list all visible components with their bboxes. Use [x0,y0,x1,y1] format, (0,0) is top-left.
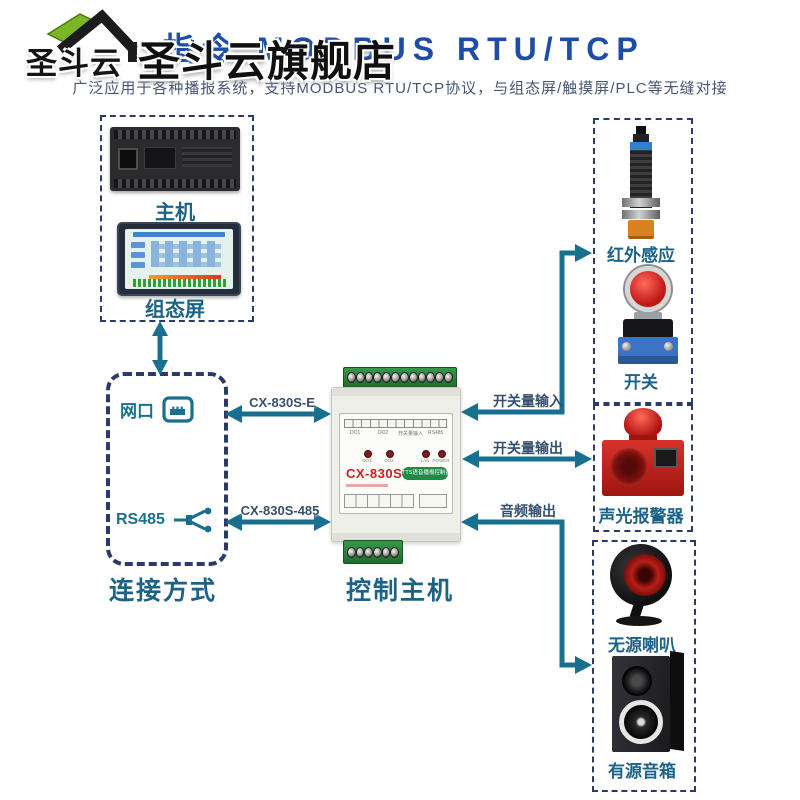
hmi-label: 组态屏 [145,299,205,321]
rs485-row: RS485 [116,506,217,534]
ethernet-label: 网口 [120,402,154,421]
di-link-label: 开关量输入 [493,393,563,409]
controller-top-terminal [343,367,457,388]
led-power [438,450,446,458]
led-lan-label: LAN [420,458,430,463]
passive-horn-label: 无源喇叭 [608,636,676,655]
audio-devices-box [592,540,696,792]
rs485-link-label: CX-830S-485 [240,503,320,518]
ethernet-row: 网口 [120,396,194,423]
controller-model: CX-830S [346,466,403,481]
watermark-store-text: 圣斗云旗舰店 [138,38,397,85]
input-devices-box [593,118,693,404]
rs485-label: RS485 [116,511,165,528]
switch-label: 开关 [624,373,658,392]
infrared-sensor-label: 红外感应 [607,246,675,265]
upstream-devices-box [100,115,254,322]
led-lan [422,450,430,458]
page-title: 指令 MODBUS RTU/TCP [163,31,645,67]
plc-device-image [110,127,240,191]
led-do1-label: DO1 [362,458,372,463]
watermark-brand-text: 圣斗云 [26,46,122,81]
active-speaker-image [612,651,686,754]
ethernet-link-label: CX-830S-E [249,395,315,410]
infrared-sensor-image [620,126,662,239]
plc-label: 主机 [155,202,195,224]
bracket-do2-label: DO2 [378,430,389,436]
page-subtitle: 广泛应用于各种播报系统，支持MODBUS RTU/TCP协议，与组态屏/触摸屏/… [72,80,728,97]
bracket-do1-label: DO1 [350,430,361,436]
active-speaker-label: 有源音箱 [608,762,676,781]
do-link-label: 开关量输出 [493,440,563,456]
led-power-label: POWER [432,458,450,463]
alarm-box [593,404,693,532]
panel-di-note: 开关量输入 [398,431,424,437]
connection-caption: 连接方式 [108,577,217,605]
controller-badge: TTS语音播报控制器 [402,467,451,480]
passive-horn-image [606,544,678,628]
watermark-logo [40,4,150,64]
panel-rs485-note: RS485 [428,430,444,436]
controller-face: DO1 DO2 开关量输入 RS485 DO1 DO2 LAN POWER CX… [339,413,453,514]
house-roof-icon [46,9,138,62]
controller-bottom-terminal [343,540,403,564]
hmi-device-image [117,222,241,296]
led-do2-label: DO2 [384,458,394,463]
ethernet-port-icon [162,396,194,423]
alarm-label: 声光报警器 [598,507,684,526]
sound-light-alarm-image [602,408,684,502]
rs485-cable-icon [173,507,212,533]
push-button-image [612,266,684,364]
led-do2 [386,450,394,458]
led-do1 [364,450,372,458]
controller-caption: 控制主机 [345,577,454,605]
audio-link-label: 音频输出 [500,503,556,519]
